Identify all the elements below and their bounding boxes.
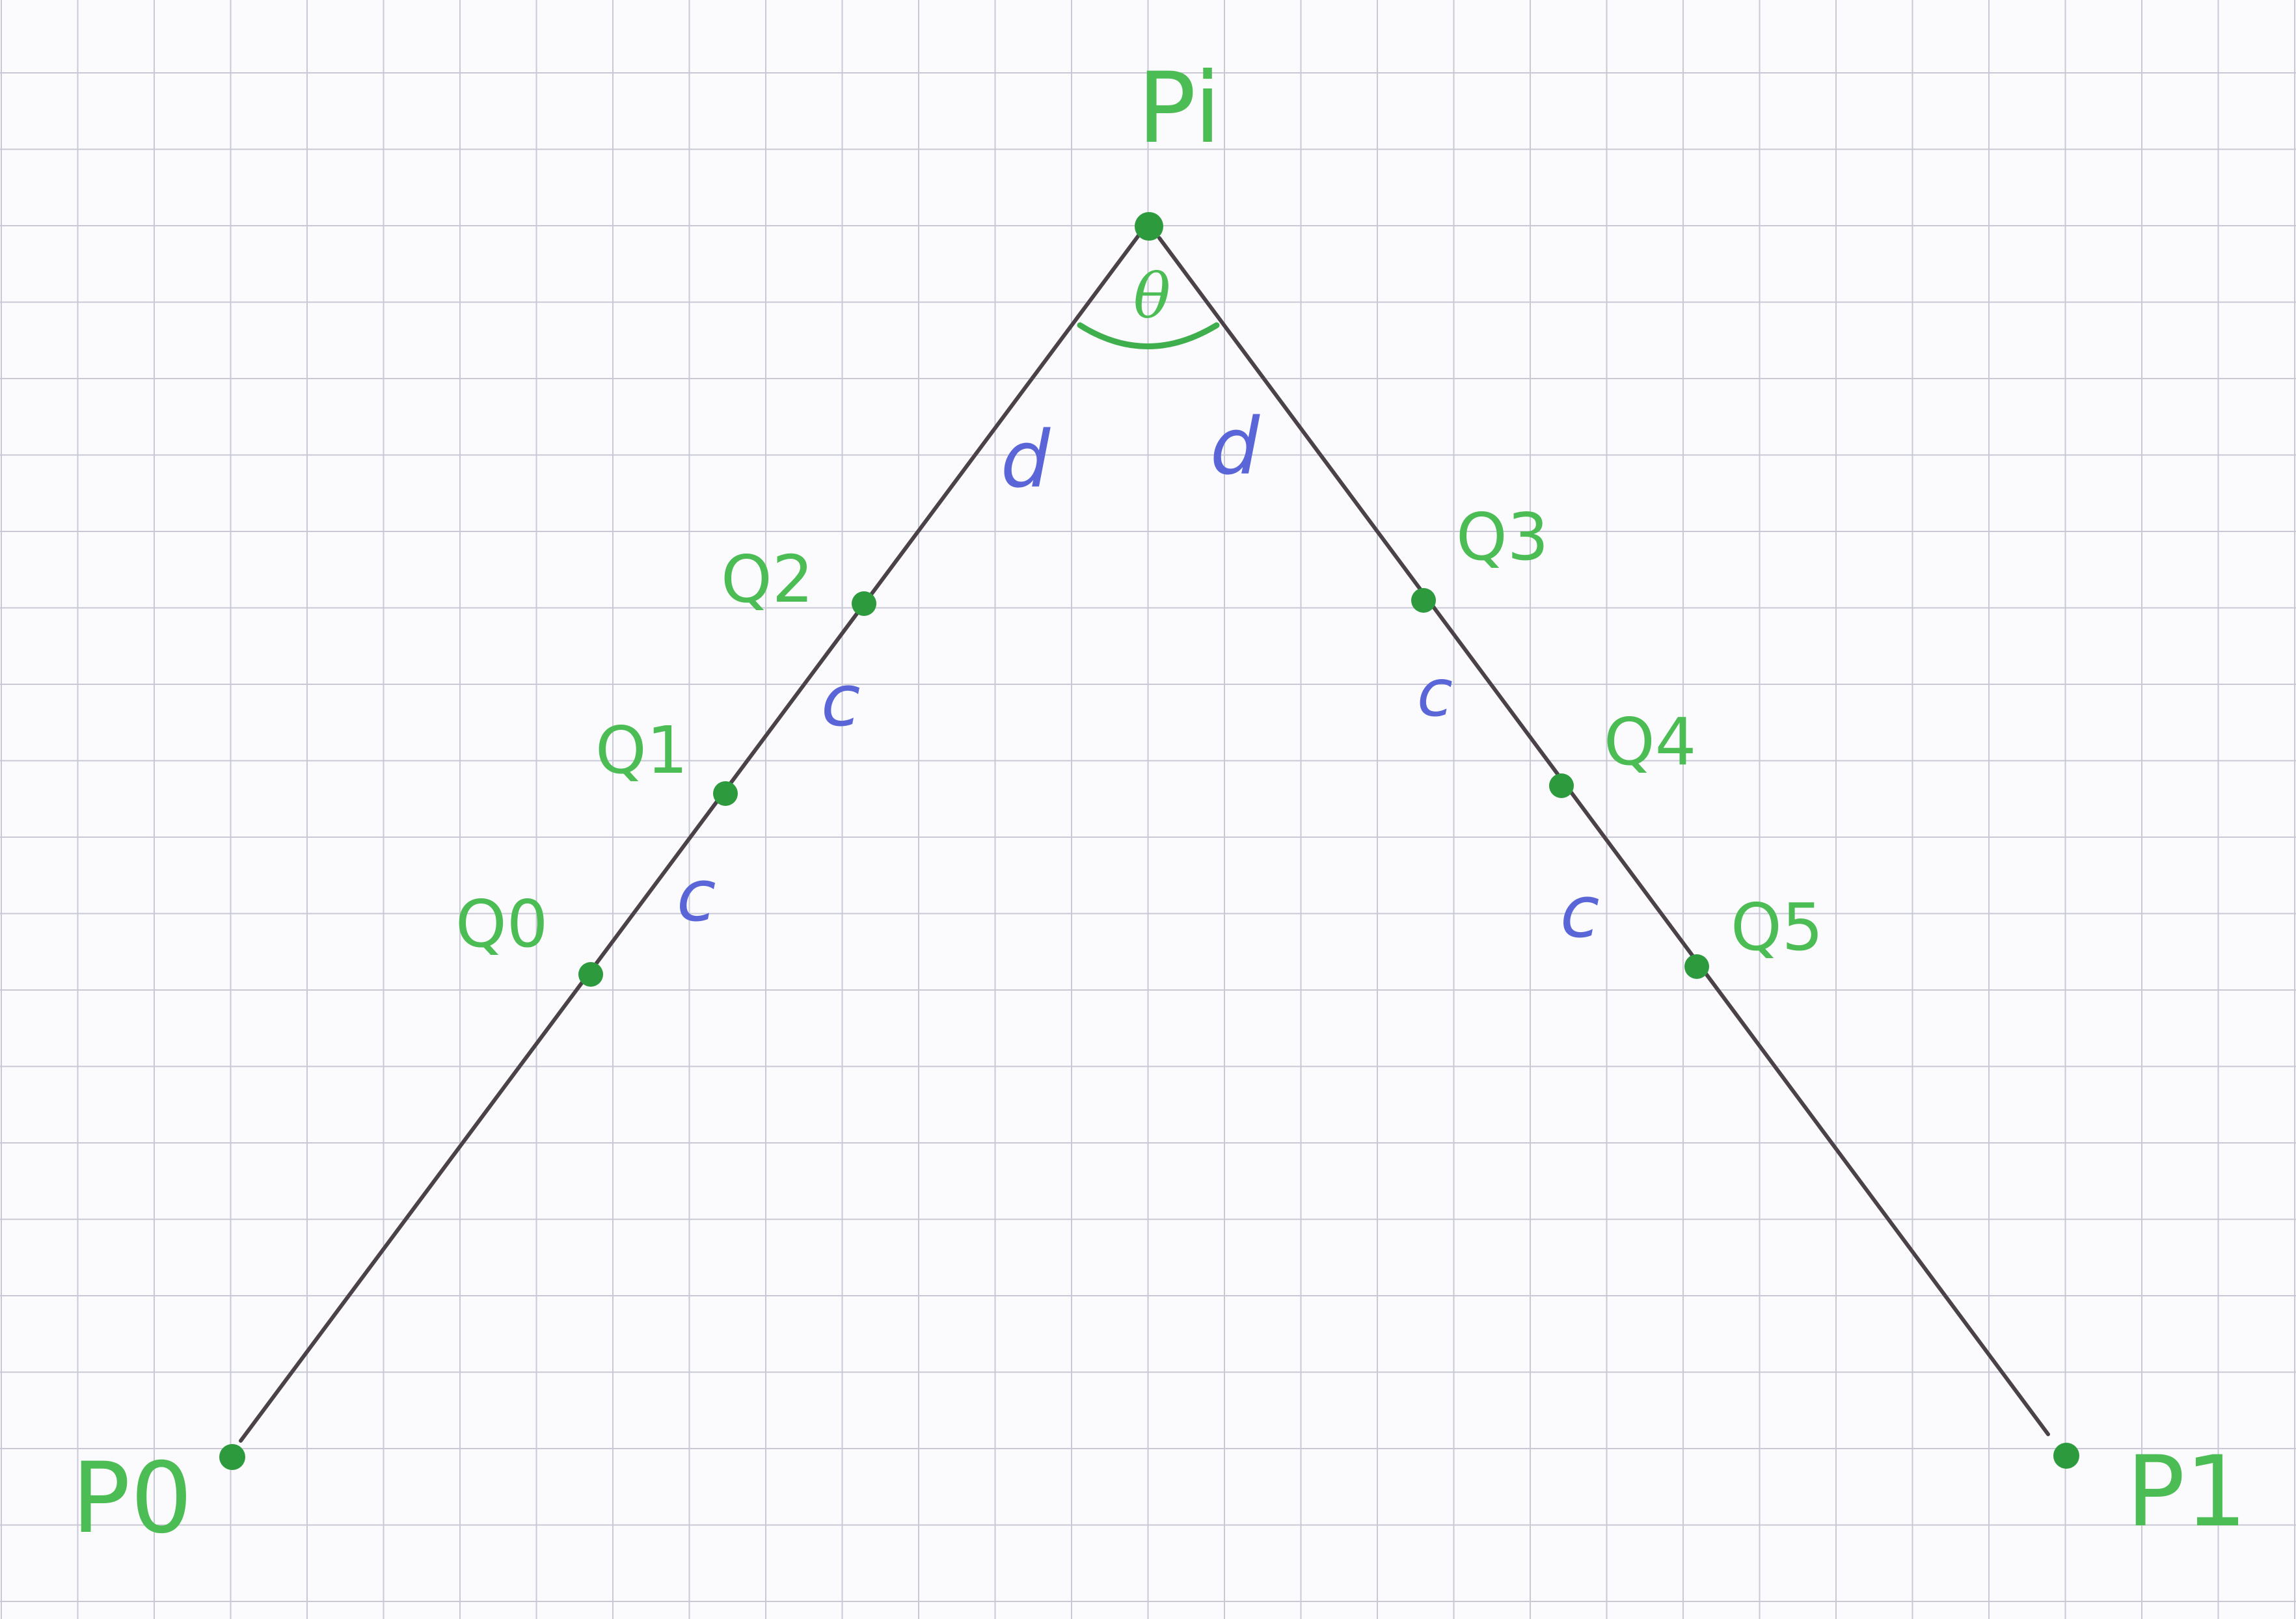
- point-q5: [1684, 954, 1709, 979]
- point-q4: [1549, 773, 1574, 798]
- edge-p0-pi: [239, 231, 1142, 1443]
- point-p0: [219, 1444, 245, 1470]
- label-c-q2-q1: c: [821, 659, 860, 742]
- label-d-right: d: [1210, 402, 1260, 492]
- label-c-q3-q4: c: [1417, 655, 1453, 731]
- label-q5: Q5: [1731, 889, 1823, 965]
- point-p1: [2053, 1443, 2079, 1469]
- label-q2: Q2: [721, 541, 813, 617]
- label-c-q1-q0: c: [677, 854, 716, 937]
- point-q3: [1411, 588, 1436, 613]
- label-p1: P1: [2126, 1436, 2247, 1549]
- angle-theta-arc: [1077, 322, 1220, 349]
- point-q2: [852, 591, 876, 616]
- label-pi: Pi: [1137, 52, 1221, 165]
- label-theta: θ: [1133, 261, 1170, 332]
- label-q0: Q0: [455, 886, 548, 962]
- label-p0: P0: [72, 1442, 193, 1555]
- label-d-left: d: [1001, 415, 1051, 505]
- point-q1: [713, 781, 738, 806]
- label-q1: Q1: [595, 712, 688, 788]
- point-q0: [578, 962, 603, 987]
- label-c-q4-q5: c: [1560, 870, 1599, 954]
- edge-pi-p1: [1157, 236, 2050, 1436]
- point-pi: [1135, 212, 1163, 241]
- label-q3: Q3: [1456, 499, 1548, 575]
- label-q4: Q4: [1604, 704, 1696, 780]
